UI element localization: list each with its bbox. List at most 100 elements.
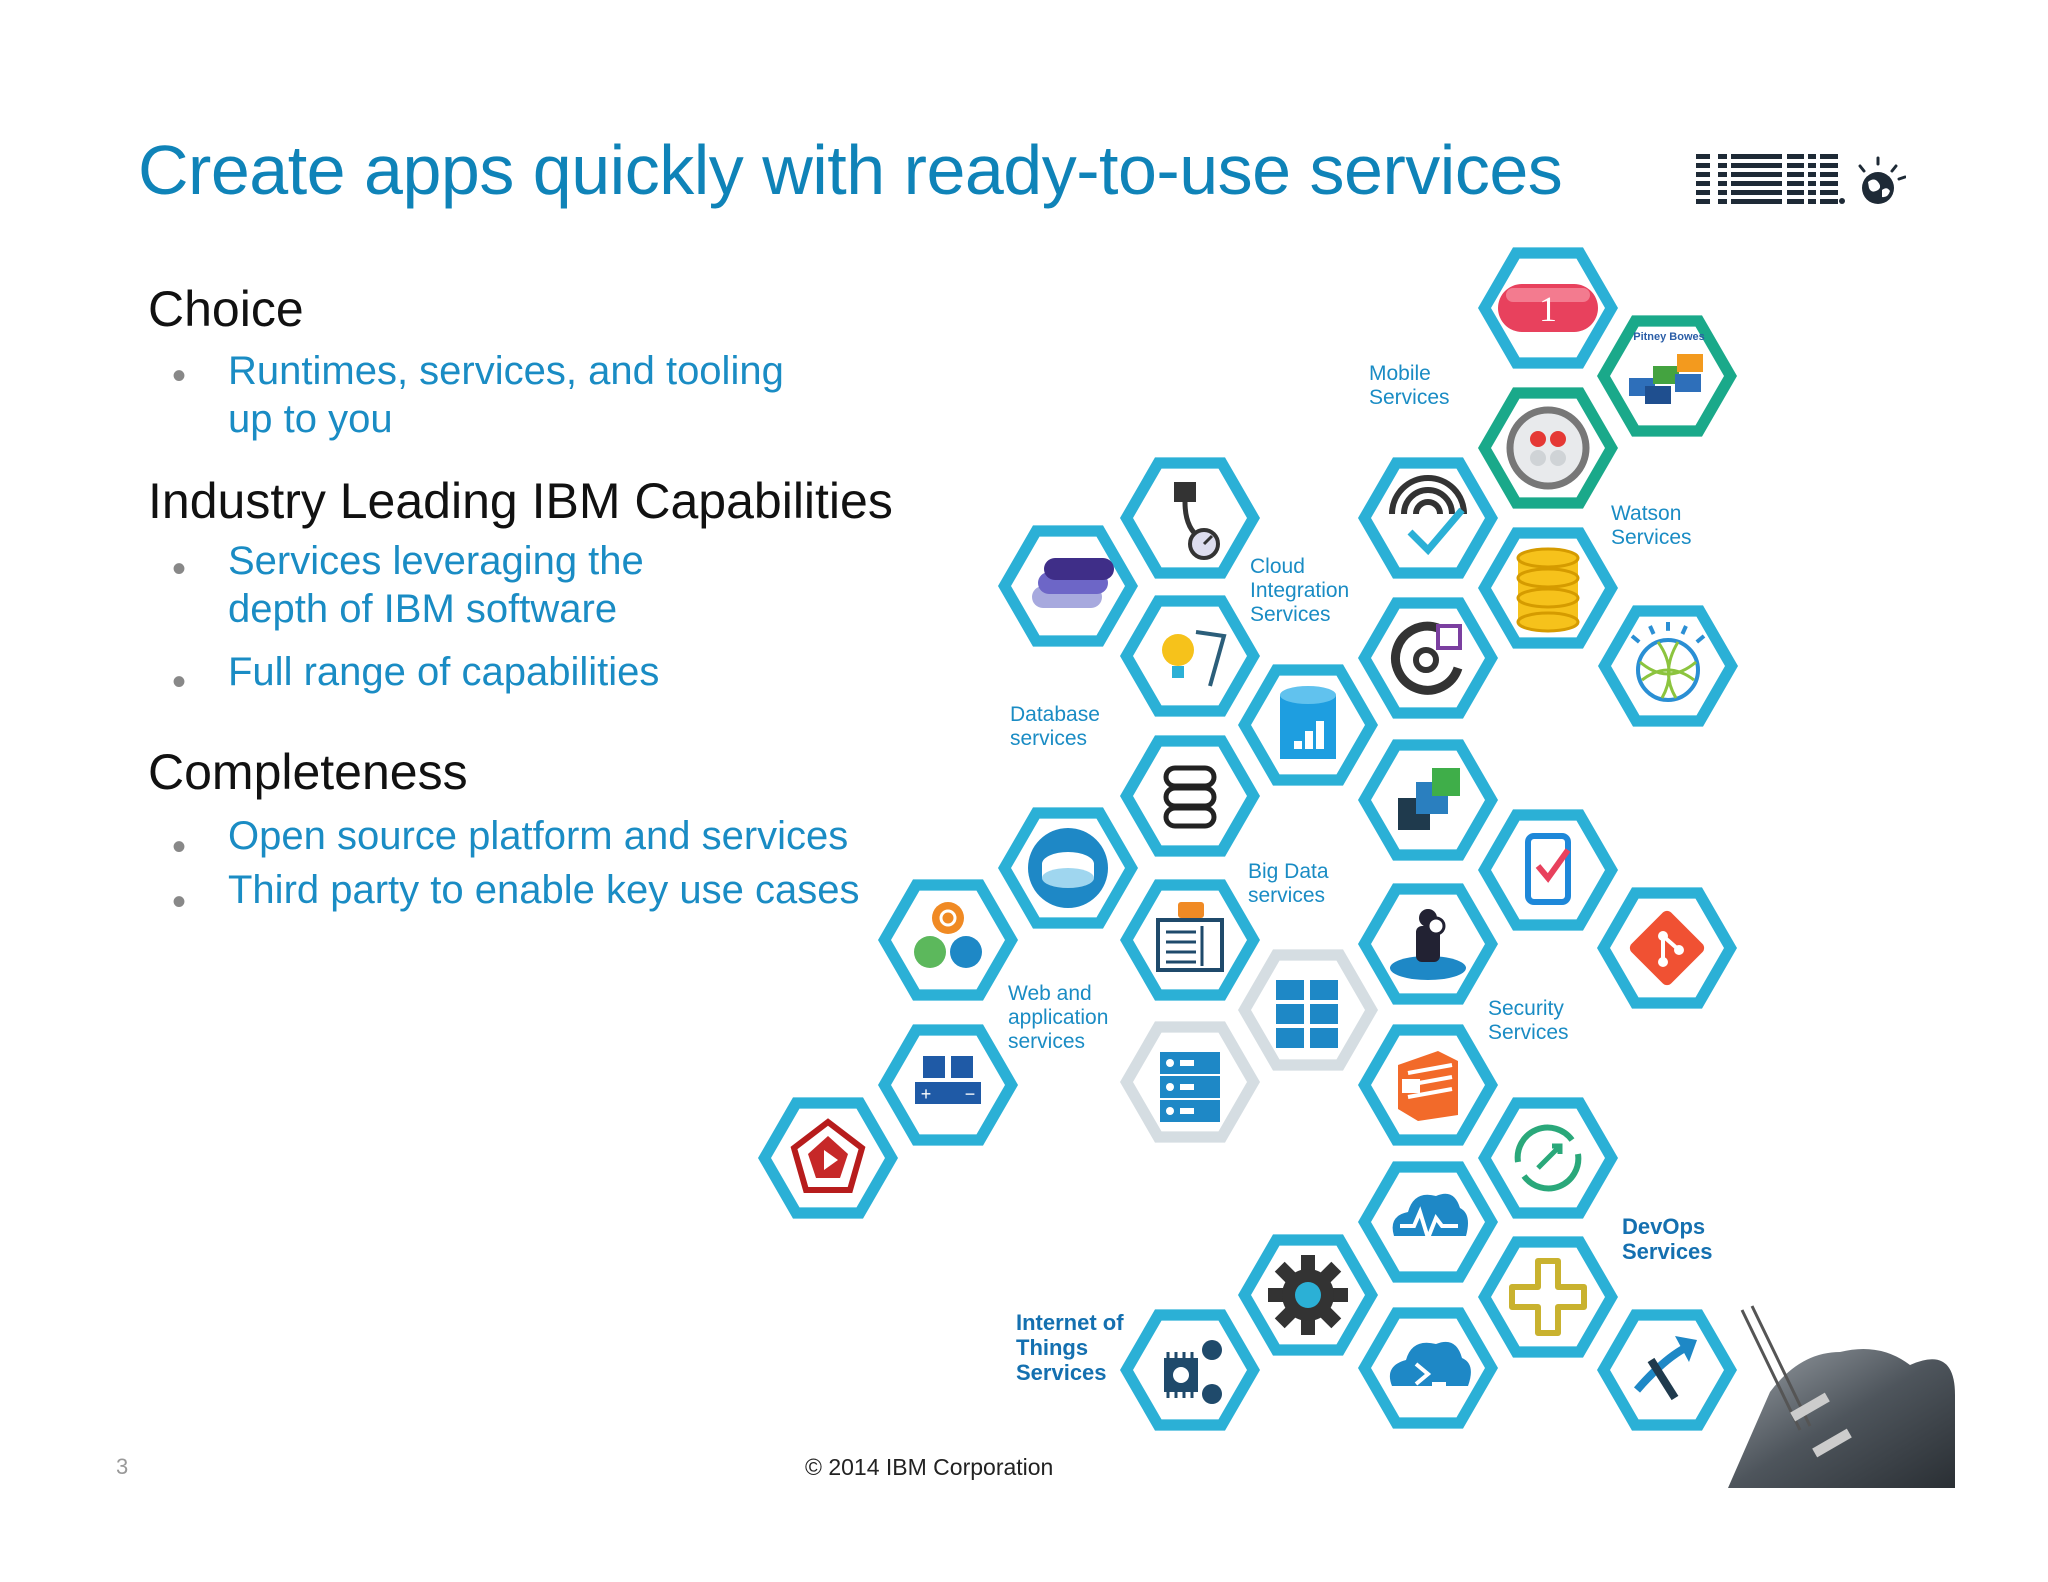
svg-text:+: + [921,1084,932,1104]
hex-tile-layers[interactable] [998,525,1138,647]
hex-inner [1610,1320,1724,1420]
hex-tile-cubes[interactable]: +− [878,1024,1018,1146]
label-watson-services: Watson Services [1611,502,1692,549]
hex-tile-firewall[interactable] [1358,1024,1498,1146]
knot-icon [1509,1258,1587,1336]
chip-gears-icon [1164,1340,1222,1404]
guitar-image [1728,1305,1955,1488]
list-panel-icon [1160,1052,1220,1122]
deploy-arrow-icon [1633,1336,1697,1401]
hex-tile-chip-gears[interactable] [1120,1309,1260,1431]
label-web-app-services: Web and application services [1008,982,1109,1053]
hex-tile-database-gold[interactable] [1478,527,1618,649]
svg-text:−: − [965,1084,976,1104]
cubes-icon: +− [915,1056,981,1104]
gear-icon [1268,1255,1348,1335]
bullet-services-text: Services leveraging the depth of IBM sof… [228,539,644,631]
bullet-runtimes: Runtimes, services, and tooling up to yo… [228,347,784,443]
bullet-full-range: Full range of capabilities [228,650,660,694]
web-tools-icon [914,902,982,968]
bullet-dot: • [172,354,187,398]
label-database-services: Database services [1010,703,1100,750]
server-rack-icon [1276,980,1338,1048]
dots-badge-icon [1506,406,1590,490]
hex-tile-analytics-ring[interactable] [1358,597,1498,719]
label-devops-services: DevOps Services [1622,1214,1713,1264]
bullet-dot: • [172,660,187,704]
page-title: Create apps quickly with ready-to-use se… [138,131,1563,209]
hex-tile-web-tools[interactable] [878,879,1018,1001]
hex-tile-dots-badge[interactable] [1478,387,1618,509]
hex-tile-deploy-arrow[interactable] [1597,1309,1737,1431]
page-number: 3 [116,1454,129,1479]
git-icon [1629,910,1705,986]
bullet-runtimes-text: Runtimes, services, and tooling up to yo… [228,349,784,441]
hex-tile-cloud-terminal[interactable] [1358,1307,1498,1429]
security-guard-icon [1390,909,1466,980]
hex-tile-plug-gauge[interactable] [1120,457,1260,579]
bullet-open-source: Open source platform and services [228,814,849,858]
watson-globe-icon [1630,622,1706,702]
svg-text:1: 1 [1539,289,1557,329]
bullet-services: Services leveraging the depth of IBM sof… [228,537,644,633]
heading-choice: Choice [148,281,304,337]
hex-inner [1491,820,1605,920]
phone-check-icon [1525,833,1571,905]
hex-tile-list-panel[interactable] [1120,1021,1260,1143]
label-security-services: Security Services [1488,997,1569,1044]
analytics-ring-icon [1391,621,1463,695]
hex-tile-storage-stack[interactable] [1120,735,1260,857]
db-chart-icon [1280,686,1336,759]
hex-tile-git[interactable] [1597,887,1737,1009]
hex-tile-security-guard[interactable] [1358,883,1498,1005]
plug-gauge-icon [1174,482,1220,560]
bullet-dot: • [172,880,187,924]
bullet-dot: • [172,825,187,869]
hex-tile-watson-globe[interactable] [1598,605,1738,727]
hex-tile-wifi-check[interactable] [1358,457,1498,579]
hex-tile-lightbulb-graph[interactable] [1120,595,1260,717]
label-cloud-integration: Cloud Integration Services [1250,555,1350,626]
hex-tile-dashboard-chat[interactable] [1120,879,1260,1001]
storage-stack-icon [1163,765,1217,829]
heading-capabilities: Industry Leading IBM Capabilities [148,473,893,529]
hex-tile-pill[interactable]: 1 [1478,247,1618,369]
lightbulb-graph-icon [1162,630,1227,687]
ibm-wordmark [1696,150,1845,208]
hex-tile-stacked-squares[interactable] [1358,739,1498,861]
copyright: © 2014 IBM Corporation [805,1454,1054,1480]
bullet-third-party: Third party to enable key use cases [228,868,860,912]
hex-tile-knot[interactable] [1478,1236,1618,1358]
hex-tile-phone-check[interactable] [1478,809,1618,931]
ruby-icon [790,1118,866,1193]
wifi-check-icon [1389,475,1467,556]
hex-tile-db-chart[interactable] [1238,664,1378,786]
ibm-logo [1696,150,1906,208]
hex-inner [1371,608,1485,708]
label-mobile-services: Mobile Services [1369,362,1450,409]
hex-inner [1491,1247,1605,1347]
hex-tile-gear[interactable] [1238,1234,1378,1356]
hex-tile-sync-arrows[interactable] [1478,1097,1618,1219]
pitney-bowes-blocks-icon: Pitney Bowes [1629,331,1705,404]
dashboard-chat-icon [1156,902,1224,972]
bullet-dot: • [172,547,187,591]
hex-tile-server-rack[interactable] [1238,949,1378,1071]
cloud-terminal-icon [1389,1341,1471,1386]
hex-tile-ruby[interactable] [758,1097,898,1219]
svg-text:Pitney Bowes: Pitney Bowes [1633,331,1705,343]
hex-tile-cloud-db[interactable] [998,807,1138,929]
smarter-planet-icon [1858,156,1906,204]
firewall-icon [1398,1051,1458,1121]
hex-tile-cloud-monitor[interactable] [1358,1161,1498,1283]
layers-icon [1032,558,1114,608]
label-big-data-services: Big Data services [1248,860,1329,907]
hex-inner [891,890,1005,990]
label-iot-services: Internet of Things Services [1016,1310,1124,1385]
cloud-db-icon [1028,828,1108,908]
stacked-squares-icon [1398,768,1460,830]
cloud-monitor-icon [1392,1193,1468,1245]
hex-tile-pitney-bowes-blocks[interactable]: Pitney Bowes [1597,315,1737,437]
sync-arrows-icon [1514,1124,1582,1192]
